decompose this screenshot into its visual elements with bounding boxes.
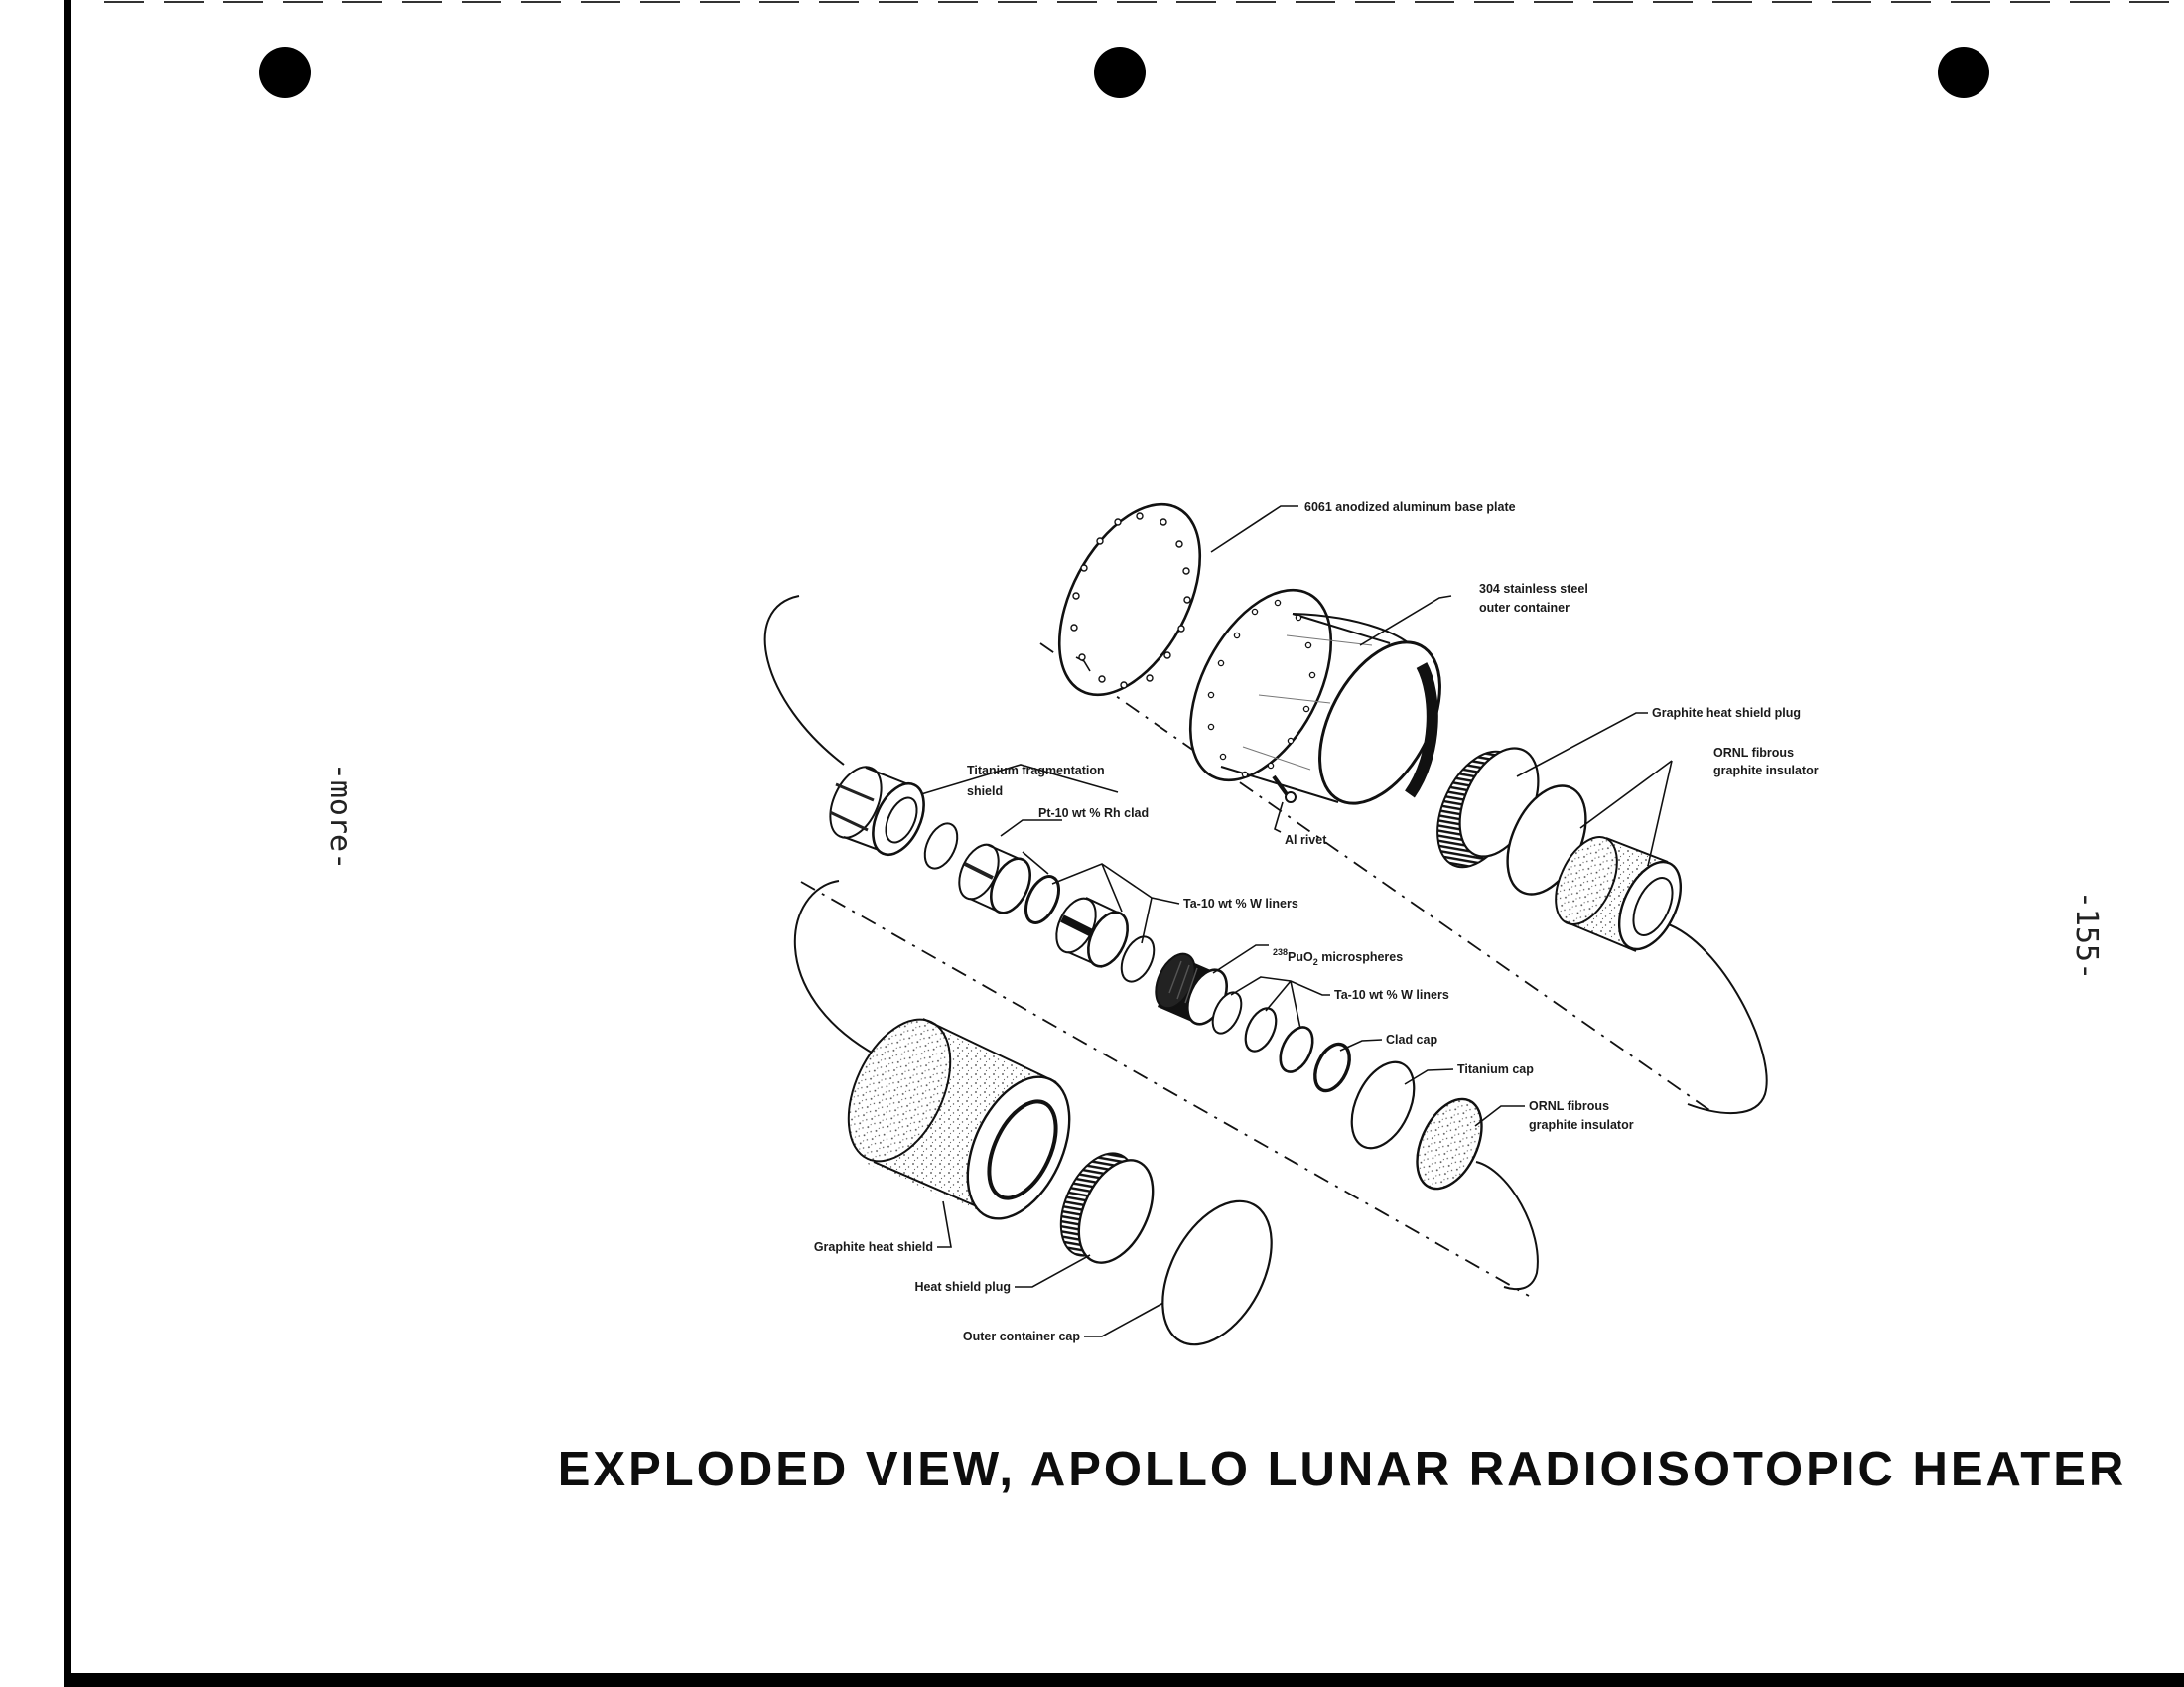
label-titanium-cap: Titanium cap — [1457, 1062, 1534, 1076]
page-number: -155- — [2069, 891, 2104, 980]
binder-hole-left — [259, 47, 311, 98]
puo2-superscript: 238 — [1273, 947, 1288, 957]
stainless-steel-outer-container — [1188, 588, 1441, 805]
label-clad-cap: Clad cap — [1386, 1033, 1437, 1047]
ta-liner-disk-4 — [1244, 1007, 1278, 1053]
titanium-cap — [1350, 1060, 1416, 1150]
label-al-rivet: Al rivet — [1285, 833, 1327, 847]
clad-cap — [1313, 1042, 1351, 1093]
label-graphite-plug-top: Graphite heat shield plug — [1652, 706, 1801, 720]
al-rivet — [1272, 774, 1297, 803]
binder-hole-right — [1938, 47, 1989, 98]
label-puo2-microspheres: 238PuO2 microspheres — [1273, 947, 1403, 967]
puo2-subscript: 2 — [1313, 957, 1318, 967]
leader-lines — [920, 505, 1673, 1337]
label-outer-container-2: outer container — [1479, 601, 1570, 615]
outer-container-cap — [1161, 1199, 1273, 1346]
label-base-plate: 6061 anodized aluminum base plate — [1304, 500, 1516, 514]
assembly-axis-upper — [1039, 642, 1710, 1111]
ta-liner-disk-5 — [1279, 1026, 1314, 1073]
puo2-microspheres — [1155, 952, 1228, 1026]
pt-clad-disk — [923, 822, 959, 870]
binder-holes — [259, 47, 1989, 98]
connector-loop-upper-right — [1665, 922, 1768, 1115]
ornl-insulator-disk-bottom — [1416, 1097, 1483, 1191]
assembly-axis-lower — [800, 881, 1530, 1297]
label-titanium-shield-2: shield — [967, 784, 1003, 798]
diagram-title: EXPLODED VIEW, APOLLO LUNAR RADIOISOTOPI… — [558, 1443, 2127, 1496]
ornl-insulator-cylinder-top — [1555, 836, 1683, 953]
connector-loop-upper — [763, 595, 845, 766]
puo2-rest: microspheres — [1318, 950, 1404, 964]
aluminum-base-plate — [1057, 502, 1202, 697]
exploded-view-diagram: 6061 anodized aluminum base plate 304 st… — [763, 500, 1819, 1346]
label-titanium-shield-1: Titanium fragmentation — [967, 764, 1105, 777]
heat-shield-plug — [1059, 1152, 1155, 1264]
label-outer-container-cap: Outer container cap — [963, 1330, 1080, 1343]
margin-note-more: -more- — [323, 763, 357, 870]
label-heat-shield-plug: Heat shield plug — [914, 1280, 1011, 1294]
titanium-fragmentation-shield — [826, 765, 925, 856]
ta-liner-cylinder — [1055, 897, 1129, 968]
connector-loop-lower — [794, 880, 878, 1056]
page-border — [64, 0, 2184, 1687]
label-pt-clad: Pt-10 wt % Rh clad — [1038, 806, 1149, 820]
label-ta-liners-2: Ta-10 wt % W liners — [1334, 988, 1449, 1002]
ta-liner-disk-3 — [1211, 991, 1243, 1035]
label-ornl-bottom-1: ORNL fibrous — [1529, 1099, 1609, 1113]
pt-clad-cylinder — [958, 843, 1031, 914]
ta-liner-disk-1 — [1024, 875, 1061, 924]
label-ornl-top-2: graphite insulator — [1713, 764, 1819, 777]
label-ornl-top-1: ORNL fibrous — [1713, 746, 1794, 760]
label-outer-container-1: 304 stainless steel — [1479, 582, 1588, 596]
binder-hole-center — [1094, 47, 1146, 98]
part-labels: 6061 anodized aluminum base plate 304 st… — [814, 500, 1819, 1343]
label-ornl-bottom-2: graphite insulator — [1529, 1118, 1634, 1132]
ta-liner-disk-2 — [1120, 935, 1156, 983]
connector-loop-lower-right — [1475, 1161, 1539, 1291]
graphite-heat-shield — [847, 1018, 1071, 1220]
puo2-formula: PuO — [1288, 950, 1313, 964]
label-graphite-shield: Graphite heat shield — [814, 1240, 933, 1254]
label-ta-liners-1: Ta-10 wt % W liners — [1183, 897, 1298, 911]
